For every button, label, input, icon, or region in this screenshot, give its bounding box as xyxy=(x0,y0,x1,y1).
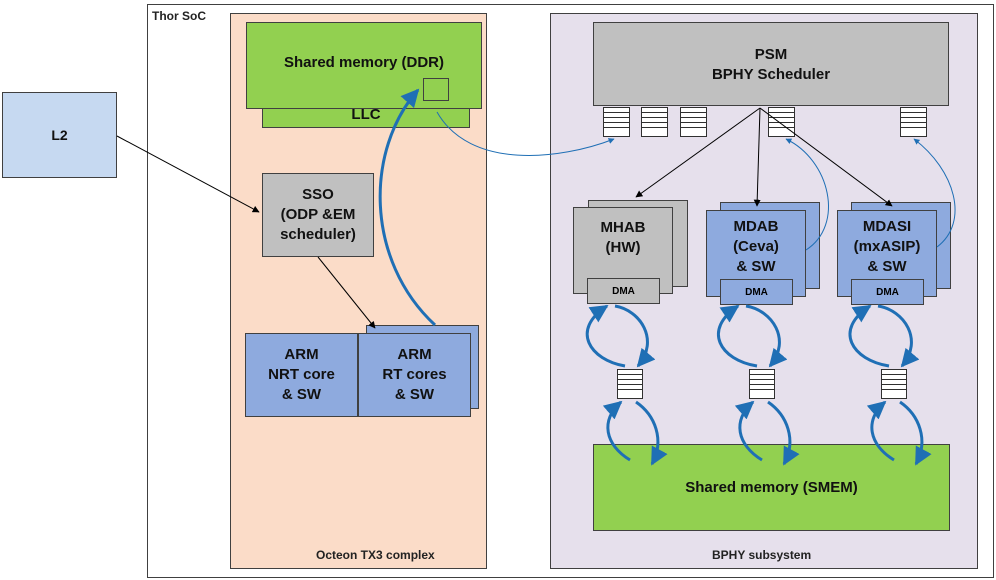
arm-rt-to-ddr-arrow xyxy=(378,88,437,327)
mdasi-queue-to-smem-arrow xyxy=(866,400,895,462)
mdasi-dma-to-queue-arrow xyxy=(848,304,890,368)
arm-nrt-box: ARM NRT core & SW xyxy=(245,333,358,417)
mdab-smem-to-queue-arrow xyxy=(767,400,800,466)
psm-queue-1 xyxy=(603,107,630,137)
mdab-smem-queue xyxy=(749,369,775,399)
mhab-queue-to-smem-arrow xyxy=(602,400,631,462)
mdasi-queue-to-dma-arrow xyxy=(877,304,920,368)
bphy-title: BPHY subsystem xyxy=(712,548,812,562)
mhab-dma: DMA xyxy=(587,278,660,304)
psm-to-mdab-arrow xyxy=(753,107,761,207)
ddr-box: Shared memory (DDR) xyxy=(246,22,482,109)
ddr-label: Shared memory (DDR) xyxy=(283,54,445,71)
psm-queue-5 xyxy=(900,107,927,137)
ddr-port xyxy=(423,78,449,101)
l2-box: L2 xyxy=(2,92,117,178)
mdasi-smem-to-queue-arrow xyxy=(899,400,932,466)
soc-frame xyxy=(147,4,994,578)
mhab-smem-queue xyxy=(617,369,643,399)
sso-to-arm-arrow xyxy=(317,256,376,329)
mdasi-dma: DMA xyxy=(851,279,924,305)
mdab-queue-to-dma-arrow xyxy=(745,304,788,368)
arm-rt-box: ARM RT cores & SW xyxy=(358,333,471,417)
sso-box: SSO (ODP &EM scheduler) xyxy=(262,173,374,257)
psm-queue-2 xyxy=(641,107,668,137)
mhab-queue-to-dma-arrow xyxy=(614,304,656,368)
mdasi-smem-queue xyxy=(881,369,907,399)
llc-label: LLC xyxy=(351,106,381,123)
psm-to-mdasi-arrow xyxy=(759,107,893,207)
mdab-dma: DMA xyxy=(720,279,793,305)
mdab-to-psm-queue-arrow xyxy=(785,138,829,251)
psm-queue-3 xyxy=(680,107,707,137)
octeon-title: Octeon TX3 complex xyxy=(316,548,435,562)
psm-queue-4 xyxy=(768,107,795,137)
l2-to-sso-arrow xyxy=(116,135,260,213)
psm-to-mhab-arrow xyxy=(635,107,761,198)
psm-box: PSM BPHY Scheduler xyxy=(593,22,949,106)
mdab-dma-to-queue-arrow xyxy=(716,304,758,368)
soc-title: Thor SoC xyxy=(152,9,206,23)
llc-to-psm-queue-arrow xyxy=(436,111,615,156)
mhab-dma-to-queue-arrow xyxy=(585,304,626,368)
mdab-queue-to-smem-arrow xyxy=(734,400,763,462)
mdasi-to-psm-queue-arrow xyxy=(913,138,956,248)
mhab-smem-to-queue-arrow xyxy=(635,400,668,466)
